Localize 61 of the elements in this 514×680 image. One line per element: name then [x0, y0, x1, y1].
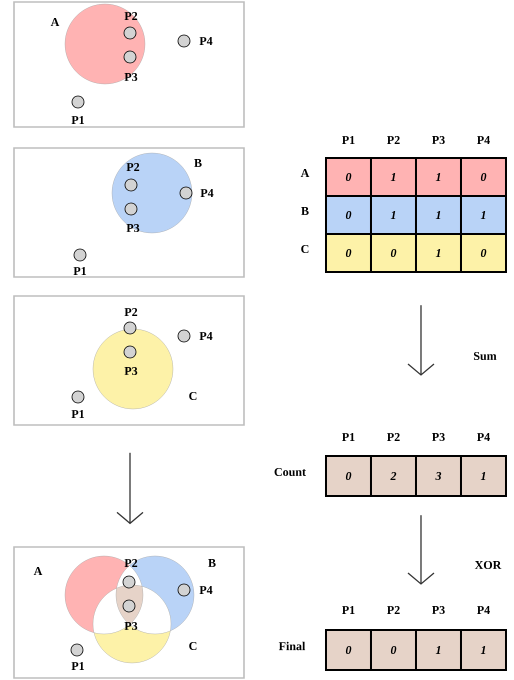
- column-header: P2: [387, 606, 400, 614]
- column-header: P4: [477, 136, 490, 144]
- table-cell: 3: [415, 455, 462, 497]
- table-cell: 1: [415, 629, 462, 671]
- table-cell: 1: [370, 157, 417, 197]
- table-cell: 0: [325, 455, 372, 497]
- table-cell: 1: [415, 157, 462, 197]
- point-label: P2: [124, 308, 138, 316]
- column-header: P1: [342, 136, 355, 144]
- table-cell: 1: [415, 233, 462, 273]
- table-cell: 0: [370, 233, 417, 273]
- table-cell: 1: [460, 629, 507, 671]
- row-header: C: [301, 244, 308, 254]
- set-label: A: [34, 567, 42, 575]
- table-cell: 0: [370, 629, 417, 671]
- set-label: B: [208, 559, 216, 567]
- table-cell: 0: [325, 629, 372, 671]
- column-header: P1: [342, 433, 355, 441]
- edge-label: XOR: [474, 560, 502, 570]
- column-header: P2: [387, 433, 400, 441]
- table-cell: 0: [325, 233, 372, 273]
- set-label: B: [194, 159, 202, 167]
- point-label: P4: [200, 37, 212, 45]
- column-header: P3: [432, 136, 445, 144]
- point-label: P1: [72, 410, 84, 418]
- row-header: A: [300, 169, 310, 177]
- table-cell: 1: [460, 455, 507, 497]
- column-header: P4: [477, 606, 490, 614]
- table-cell: 0: [460, 157, 507, 197]
- column-header: P4: [477, 433, 490, 441]
- point-label: P2: [126, 163, 140, 171]
- table-cell: 1: [415, 195, 462, 235]
- point-label: P2: [124, 559, 138, 567]
- row-header: Count: [274, 468, 306, 476]
- column-header: P3: [432, 606, 445, 614]
- point-label: P4: [200, 332, 212, 340]
- set-label: A: [50, 18, 60, 26]
- row-header: B: [301, 207, 309, 215]
- point-label: P4: [200, 189, 214, 197]
- table-cell: 1: [370, 195, 417, 235]
- set-label: C: [189, 392, 196, 400]
- table-cell: 0: [460, 233, 507, 273]
- point-label: P3: [126, 224, 140, 232]
- column-header: P2: [387, 136, 400, 144]
- point-label: P4: [200, 586, 212, 594]
- table-cell: 0: [325, 157, 372, 197]
- column-header: P3: [432, 432, 445, 442]
- table-cell: 1: [460, 195, 507, 235]
- point-label: P2: [124, 12, 138, 20]
- point-label: P1: [74, 267, 86, 275]
- point-label: P3: [124, 622, 138, 630]
- point-label: P1: [72, 662, 84, 670]
- column-header: P1: [342, 606, 355, 614]
- point-label: P1: [72, 116, 84, 124]
- table-cell: 0: [325, 195, 372, 235]
- point-label: P3: [124, 72, 138, 82]
- table-cell: 2: [370, 455, 417, 497]
- edge-label: Sum: [474, 352, 496, 360]
- set-label: C: [189, 642, 196, 650]
- row-header: Final: [278, 642, 306, 650]
- point-label: P3: [124, 366, 138, 376]
